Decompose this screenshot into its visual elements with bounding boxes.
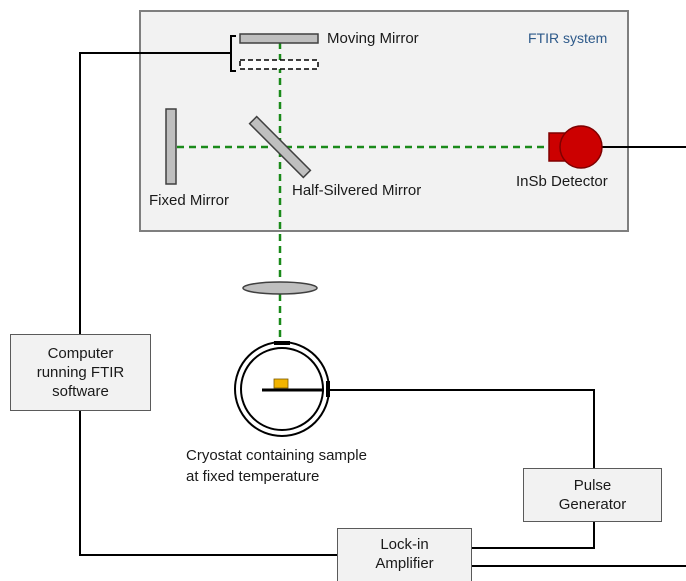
moving-mirror-bracket	[230, 35, 236, 72]
ftir-system-panel	[139, 10, 629, 232]
ftir-system-title: FTIR system	[528, 30, 608, 46]
wire-pulse-to-lockin	[472, 522, 595, 549]
detector-label: InSb Detector	[516, 173, 608, 190]
focusing-lens	[242, 281, 318, 295]
fixed-mirror-label: Fixed Mirror	[149, 192, 230, 209]
detector-icon	[559, 125, 603, 169]
moving-mirror	[239, 33, 319, 44]
moving-mirror-label: Moving Mirror	[327, 30, 419, 47]
cryostat-window-right	[326, 381, 330, 397]
lockin-amplifier-box: Lock-in Amplifier	[337, 528, 472, 581]
half-silvered-mirror-label: Half-Silvered Mirror	[292, 182, 422, 199]
fixed-mirror	[165, 108, 177, 185]
cryostat-window-top	[274, 341, 290, 345]
half-silvered-mirror	[248, 115, 312, 179]
wire-computer-to-lockin	[79, 411, 337, 556]
computer-box: Computer running FTIR software	[10, 334, 151, 411]
sample	[273, 378, 289, 389]
cryostat-label: Cryostat containing sample at fixed temp…	[186, 447, 367, 485]
pulse-generator-box: Pulse Generator	[523, 468, 662, 522]
wire-computer-to-mirror	[79, 52, 230, 334]
moving-mirror-displaced	[239, 59, 319, 70]
wire-cryostat-to-pulse	[322, 389, 595, 468]
